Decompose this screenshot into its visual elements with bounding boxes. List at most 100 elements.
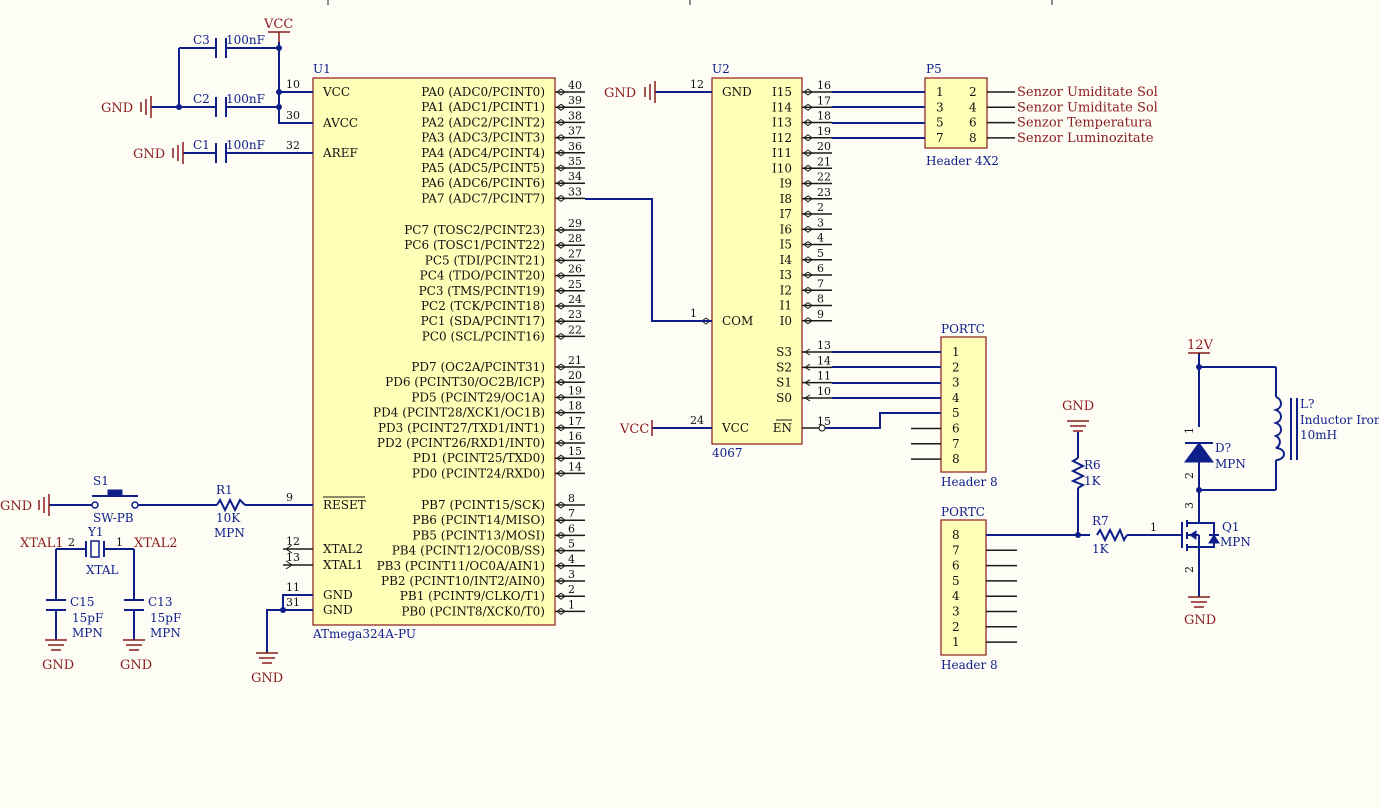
portc_top-pin-1[interactable]: 1	[952, 345, 960, 359]
gnd-port-c15: GND	[42, 639, 74, 673]
u2-pin-5[interactable]: 5I4	[780, 247, 832, 267]
u1-pin-name: PB6 (PCINT14/MISO)	[412, 513, 545, 527]
portc_top-pin-2[interactable]: 2	[952, 360, 960, 374]
u2-pin-4[interactable]: 4I5	[780, 232, 832, 252]
portc_bottom-pin-4[interactable]: 4	[952, 589, 1017, 603]
u2-pin-8[interactable]: 8I1	[780, 293, 832, 313]
d1-diode[interactable]: D? MPN 1 2	[1183, 427, 1246, 479]
s1-push-button[interactable]: S1 SW-PB	[91, 474, 139, 525]
u2-pin-6[interactable]: 6I3	[780, 262, 832, 282]
l1-inductor[interactable]: L? Inductor Iron 10mH	[1272, 396, 1379, 461]
portc_bottom-pin-1[interactable]: 1	[952, 635, 1017, 649]
portc_bottom-pin-5[interactable]: 5	[952, 574, 1017, 588]
c1-capacitor[interactable]: C1 100nF	[193, 138, 265, 163]
r7-resistor[interactable]: R7 1K 1	[1092, 514, 1157, 556]
portc_bottom-pin-6[interactable]: 6	[952, 559, 1017, 573]
portc_bottom-pin-7[interactable]: 7	[952, 543, 1017, 557]
portc_top-pin-6[interactable]: 6	[911, 422, 960, 436]
portc_top-pin-3[interactable]: 3	[952, 376, 960, 390]
svg-text:GND: GND	[120, 658, 152, 673]
portc_top-pin-4[interactable]: 4	[952, 391, 960, 405]
q1-mosfet[interactable]: Q1 MPN 3 2	[1180, 502, 1251, 573]
r6-resistor[interactable]: R6 1K	[1070, 457, 1102, 489]
portc_bottom-pin-3[interactable]: 3	[952, 605, 1017, 619]
u2-pin-7[interactable]: 7I2	[780, 277, 832, 297]
portc_bottom-pin-8[interactable]: 8	[952, 528, 960, 542]
y1-crystal[interactable]: Y1 XTAL 2 1 XTAL1 XTAL2	[20, 525, 178, 577]
u1-microcontroller[interactable]: U1 ATmega324A-PU 10VCC30AVCC32AREF9RESET…	[283, 62, 585, 641]
portc_top-pin-5[interactable]: 5	[952, 406, 960, 420]
svg-text:GND: GND	[1184, 613, 1216, 628]
portc_top-pin-7[interactable]: 7	[911, 437, 960, 451]
c2-capacitor[interactable]: C2 100nF	[193, 92, 265, 117]
portc_bottom-pin-2[interactable]: 2	[952, 620, 1017, 634]
c15-capacitor[interactable]: C15 15pF MPN	[46, 595, 103, 640]
c3-capacitor[interactable]: C3 100nF	[193, 33, 265, 58]
u2-pin-name: I10	[772, 161, 792, 175]
u2-pin-2[interactable]: 2I7	[780, 201, 832, 221]
u2-pin-9[interactable]: 9I0	[780, 308, 832, 328]
portc_top-pin-8[interactable]: 8	[911, 452, 960, 466]
c13-capacitor[interactable]: C13 15pF MPN	[124, 595, 181, 640]
u2-pin-3[interactable]: 3I6	[780, 216, 832, 236]
r1-resistor[interactable]: R1 10K MPN	[214, 483, 246, 540]
